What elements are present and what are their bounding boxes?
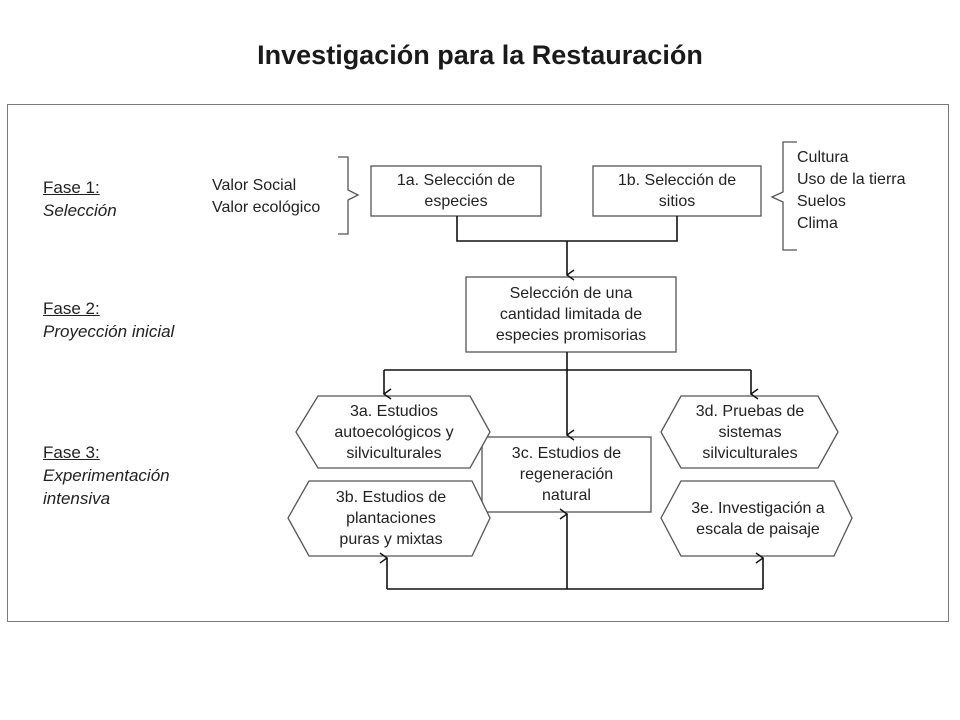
box-3c-natural-regeneration: 3c. Estudios de regeneración natural — [511, 445, 622, 504]
phase-2-name: Fase 2: — [43, 299, 100, 318]
box-1a-species-selection: 1a. Selección de especies — [396, 172, 516, 210]
brace-left — [338, 156, 360, 235]
phase-3-label: Fase 3: Experimentación intensiva — [43, 441, 213, 510]
social-ecological-criteria: Valor Social Valor ecológico — [212, 175, 320, 219]
connector-1a-1b — [456, 216, 678, 242]
phase-1-label: Fase 1: Selección — [43, 176, 117, 222]
site-criteria: Cultura Uso de la tierra Suelos Clima — [797, 147, 906, 235]
phase-1-name: Fase 1: — [43, 178, 100, 197]
box-3d-silvicultural-systems: 3d. Pruebas de sistemas silviculturales — [695, 402, 805, 462]
box-3e-landscape-research: 3e. Investigación a escala de paisaje — [691, 499, 825, 538]
phase-3-name: Fase 3: — [43, 443, 100, 462]
hex-3d-shape — [660, 395, 839, 469]
hex-3e-shape — [660, 480, 853, 557]
box-1a-shape — [370, 165, 542, 217]
phase-2-desc: Proyección inicial — [43, 322, 175, 341]
phase-3-desc: Experimentación intensiva — [43, 466, 170, 508]
brace-right — [770, 141, 797, 251]
diagram-frame — [7, 104, 949, 622]
criterion-climate: Clima — [797, 215, 838, 232]
criterion-land-use: Uso de la tierra — [797, 171, 906, 188]
criterion-soils: Suelos — [797, 193, 846, 210]
criterion-social: Valor Social — [212, 177, 297, 194]
box-2-limited-species: Selección de una cantidad limitada de es… — [495, 285, 647, 344]
criterion-ecological: Valor ecológico — [212, 199, 321, 216]
criterion-culture: Cultura — [797, 149, 849, 166]
box-2-shape — [465, 276, 677, 353]
hex-3a-shape — [295, 395, 491, 469]
hex-3b-shape — [287, 480, 491, 557]
box-3c-shape — [481, 436, 652, 513]
diagram-title: Investigación para la Restauración — [257, 40, 703, 70]
box-3b-plantation-studies: 3b. Estudios de plantaciones puras y mix… — [335, 489, 447, 548]
box-1b-site-selection: 1b. Selección de sitios — [617, 172, 737, 210]
box-3a-autoecological-studies: 3a. Estudios autoecológicos y silvicultu… — [334, 402, 454, 462]
box-1b-shape — [592, 165, 762, 217]
phase-1-desc: Selección — [43, 201, 117, 220]
phase-2-label: Fase 2: Proyección inicial — [43, 297, 174, 343]
